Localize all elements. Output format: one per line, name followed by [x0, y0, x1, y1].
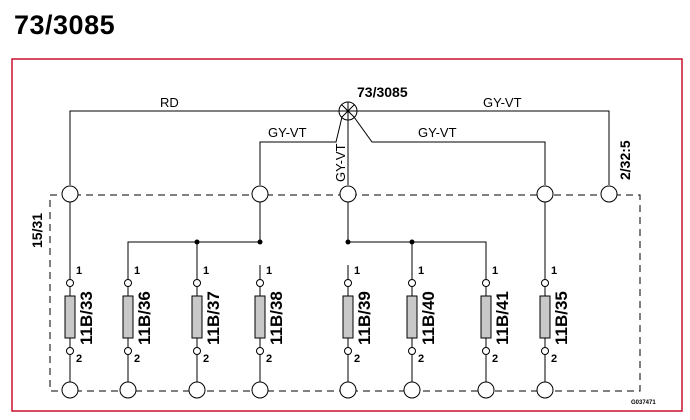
- terminal-top-a: [251, 185, 269, 203]
- fuse-layer: 1 2 11B/33 1 2 11B/36 1 2 11B/37 1 2 11B/38 1 2 11B/39…: [61, 265, 571, 399]
- pin-label-2: 2: [492, 353, 498, 365]
- terminal-bottom: [119, 381, 137, 399]
- pin-label-2: 2: [134, 353, 140, 365]
- fuse-label: 11B/36: [135, 291, 154, 345]
- pin-label-1: 1: [492, 265, 498, 277]
- fuse-column: 1 2 11B/39: [339, 265, 374, 399]
- fuse-body: [64, 295, 76, 339]
- fuse-pin-top: [541, 279, 549, 287]
- wire-label-gy-vt-left: GY-VT: [268, 125, 307, 140]
- fuse-body: [406, 295, 418, 339]
- fuse-pin-bottom: [344, 347, 352, 355]
- fuse-pin-bottom: [124, 347, 132, 355]
- pin-label-1: 1: [418, 265, 424, 277]
- terminal-bottom: [477, 381, 495, 399]
- pin-label-1: 1: [134, 265, 140, 277]
- fuse-pin-top: [124, 279, 132, 287]
- fuse-pin-bottom: [408, 347, 416, 355]
- fuse-body: [122, 295, 134, 339]
- fuse-pin-top: [193, 279, 201, 287]
- wire-gy-vt-right: [357, 110, 610, 185]
- fuse-body: [539, 295, 551, 339]
- wire-gy-vt-right-inner: [353, 116, 546, 185]
- fuse-label: 11B/40: [419, 291, 438, 345]
- fuse-pin-bottom: [541, 347, 549, 355]
- fuse-column: 1 2 11B/37: [188, 265, 223, 399]
- fuse-body: [191, 295, 203, 339]
- wire-label-rd: RD: [160, 95, 179, 110]
- fuse-label: 11B/35: [552, 291, 571, 345]
- wire-rd: [69, 110, 339, 185]
- terminal-top-left: [61, 185, 79, 203]
- right-terminal-label: 2/32:5: [617, 140, 633, 180]
- junction-dot: [257, 239, 263, 245]
- terminal-bottom: [403, 381, 421, 399]
- fuse-column: 1 2 11B/35: [536, 265, 571, 399]
- pin-label-1: 1: [551, 265, 557, 277]
- fuse-pin-bottom: [482, 347, 490, 355]
- fuse-label: 11B/41: [493, 291, 512, 345]
- junction-dot: [409, 239, 415, 245]
- pin-label-2: 2: [76, 353, 82, 365]
- fuse-pin-bottom: [193, 347, 201, 355]
- fuse-pin-top: [256, 279, 264, 287]
- pin-label-2: 2: [354, 353, 360, 365]
- fuse-body: [480, 295, 492, 339]
- fuse-body: [254, 295, 266, 339]
- pin-label-2: 2: [266, 353, 272, 365]
- junction-dot: [345, 239, 351, 245]
- fuse-column: 1 2 11B/36: [119, 265, 154, 399]
- bus-right: [347, 202, 487, 265]
- terminal-top-b: [339, 185, 357, 203]
- fuse-pin-top: [482, 279, 490, 287]
- drawing-code: G037471: [631, 400, 656, 406]
- pin-label-2: 2: [551, 353, 557, 365]
- fuse-label: 11B/33: [77, 291, 96, 345]
- wire-label-gy-vt-vertical: GY-VT: [333, 143, 348, 182]
- pin-label-1: 1: [203, 265, 209, 277]
- fuse-pin-bottom: [256, 347, 264, 355]
- terminal-bottom: [339, 381, 357, 399]
- fuse-column: 1 2 11B/38: [251, 265, 286, 399]
- diagram-frame: [11, 58, 683, 412]
- terminal-bottom: [251, 381, 269, 399]
- terminal-bottom: [536, 381, 554, 399]
- terminal-top-right: [600, 185, 618, 203]
- fuse-label: 11B/37: [204, 291, 223, 345]
- wire-gy-vt-left: [259, 116, 343, 185]
- fuse-pin-bottom: [66, 347, 74, 355]
- wire-label-gy-vt-right: GY-VT: [483, 95, 522, 110]
- junction-dot: [194, 239, 200, 245]
- fuse-label: 11B/38: [267, 291, 286, 345]
- pin-label-2: 2: [418, 353, 424, 365]
- wire-label-gy-vt-right-inner: GY-VT: [418, 125, 457, 140]
- fuse-label: 11B/39: [355, 291, 374, 345]
- pin-label-1: 1: [266, 265, 272, 277]
- pin-label-1: 1: [76, 265, 82, 277]
- terminal-bottom: [61, 381, 79, 399]
- fuse-body: [342, 295, 354, 339]
- pin-label-2: 2: [203, 353, 209, 365]
- connector-symbol: [338, 101, 358, 121]
- fuse-column: 1 2 11B/41: [477, 265, 512, 399]
- fuse-column: 1 2 11B/33: [61, 265, 96, 399]
- fuse-column: 1 2 11B/40: [403, 265, 438, 399]
- bus-left: [127, 202, 261, 265]
- fuse-pin-top: [66, 279, 74, 287]
- fuse-pin-top: [408, 279, 416, 287]
- terminal-bottom: [188, 381, 206, 399]
- page-title: 73/3085: [14, 10, 116, 40]
- connector-label: 73/3085: [357, 84, 408, 100]
- left-terminal-label: 15/31: [29, 213, 45, 248]
- fuse-pin-top: [344, 279, 352, 287]
- terminal-top-c: [536, 185, 554, 203]
- pin-label-1: 1: [354, 265, 360, 277]
